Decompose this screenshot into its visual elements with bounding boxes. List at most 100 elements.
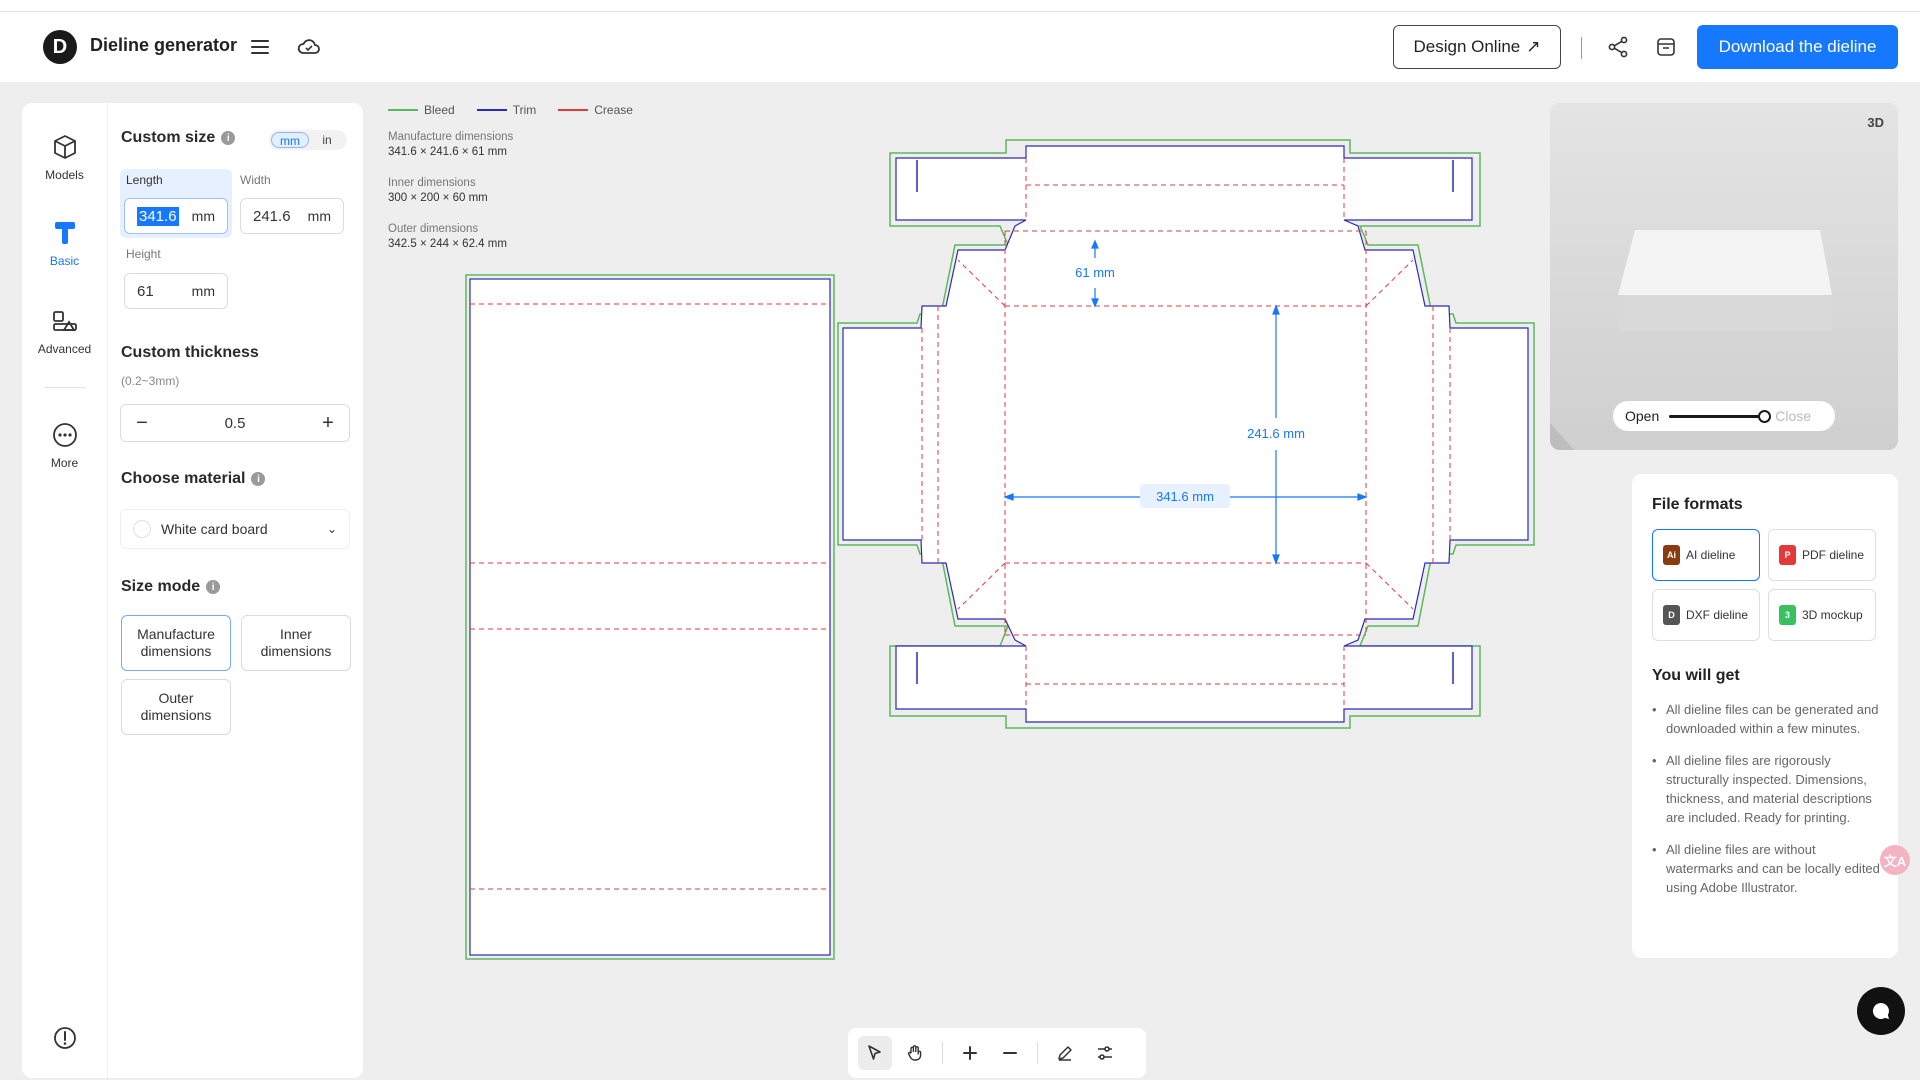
unit-in[interactable]: in [322,133,332,147]
external-link-icon: ↗ [1526,37,1541,56]
zoom-out-icon[interactable] [993,1036,1027,1070]
3d-preview[interactable]: 3D Open Close [1550,103,1898,450]
more-circle-icon [52,423,77,447]
format-pdf-dieline[interactable]: P PDF dieline [1768,529,1876,581]
file-formats-title: File formats [1652,496,1743,513]
toolbar-divider [942,1042,943,1064]
custom-size-title: Custom size [121,129,216,146]
app-header: D Dieline generator Design Online ↗ Down… [0,12,1920,82]
download-dieline-button[interactable]: Download the dieline [1697,25,1898,69]
app-title: Dieline generator [90,35,238,55]
open-close-thumb[interactable] [1758,409,1772,423]
chat-bubble-icon [1872,1002,1889,1019]
cube-icon [53,135,76,159]
length-value: 341.6 [137,206,179,226]
mockup-file-icon: 3 [1779,605,1796,625]
material-select[interactable]: White card board ⌄ [120,509,350,549]
outer-dimensions-value: 342.5 × 244 × 62.4 mm [388,238,507,250]
thickness-stepper[interactable]: − 0.5 + [120,404,350,442]
manufacture-dimensions-value: 341.6 × 241.6 × 61 mm [388,146,507,158]
manufacture-dimensions-label: Manufacture dimensions [388,131,514,143]
zoom-in-icon[interactable] [953,1036,987,1070]
hand-pan-icon[interactable] [898,1036,932,1070]
design-online-button[interactable]: Design Online ↗ [1393,25,1561,69]
you-will-get-title: You will get [1652,667,1740,684]
legend-swatch [476,109,507,111]
rail-label-advanced: Advanced [37,342,92,356]
list-item: All dieline files are without watermarks… [1652,840,1882,897]
thickness-value: 0.5 [224,414,246,432]
open-close-track[interactable] [1669,409,1772,423]
sliders-adjust-icon[interactable] [1088,1036,1122,1070]
size-mode-outer-button[interactable]: Outer dimensions [121,679,231,735]
info-icon[interactable]: i [206,580,221,594]
thickness-decrement-button[interactable]: − [136,411,148,434]
width-input[interactable]: 241.6 mm [240,198,344,234]
archive-box-icon[interactable] [1651,32,1681,62]
info-icon[interactable]: i [221,131,236,145]
pdf-file-icon: P [1779,545,1796,565]
format-3d-label: 3D mockup [1802,608,1863,622]
unit-mm[interactable]: mm [271,132,309,148]
legend-bleed: Bleed [388,103,455,117]
choose-material-title: Choose material [121,470,246,487]
rail-item-advanced[interactable]: Advanced [22,306,107,356]
rail-item-basic[interactable]: Basic [22,218,107,268]
translate-icon[interactable]: 文A [1880,845,1910,875]
3d-view-icon[interactable]: 3D [1867,115,1884,130]
width-unit: mm [307,208,331,224]
thickness-range-note: (0.2~3mm) [121,374,180,388]
thickness-increment-button[interactable]: + [322,411,334,434]
design-online-label: Design Online [1413,37,1521,56]
legend-crease: Crease [558,103,633,117]
height-unit: mm [191,283,215,299]
format-ai-dieline[interactable]: Ai AI dieline [1652,529,1760,581]
cloud-icon[interactable] [294,32,324,62]
format-3d-mockup[interactable]: 3 3D mockup [1768,589,1876,641]
size-mode-manufacture-button[interactable]: Manufacture dimensions [121,615,231,671]
rail-item-models[interactable]: Models [22,132,107,182]
list-item: All dieline files can be generated and d… [1652,700,1882,738]
custom-thickness-title: Custom thickness [121,344,259,361]
select-tool-icon[interactable] [858,1036,892,1070]
rail-divider [44,387,86,388]
size-mode-title: Size mode [121,578,201,595]
height-input[interactable]: 61 mm [124,273,228,309]
length-annotation: 341.6 mm [1156,489,1214,504]
format-ai-label: AI dieline [1686,548,1736,562]
text-t-icon [54,222,75,244]
dimension-arrows [1003,239,1368,565]
format-dxf-label: DXF dieline [1686,608,1749,622]
menu-icon[interactable] [245,32,275,62]
width-label: Width [240,173,271,187]
info-icon[interactable]: i [251,472,266,486]
chevron-down-icon: ⌄ [326,522,337,536]
legend-bleed-label: Bleed [424,103,455,117]
info-circle-icon[interactable] [53,1026,77,1055]
rail-item-more[interactable]: More [22,420,107,470]
top-edge [0,0,1920,12]
chat-button[interactable] [1857,987,1905,1035]
app-logo[interactable]: D [43,30,77,64]
open-label: Open [1625,408,1660,424]
close-label: Close [1775,408,1812,424]
legend-trim: Trim [476,103,537,117]
inner-dimensions-label: Inner dimensions [388,177,476,189]
benefits-list: All dieline files can be generated and d… [1652,700,1882,910]
share-icon[interactable] [1603,32,1633,62]
pen-edit-icon[interactable] [1048,1036,1082,1070]
legend-trim-label: Trim [512,103,537,117]
unit-toggle[interactable]: mm in [269,130,347,150]
choose-material-heading: Choose material i [121,470,266,488]
ai-file-icon: Ai [1663,545,1680,565]
open-close-slider[interactable]: Open Close [1613,401,1835,431]
length-input[interactable]: 341.6 mm [124,198,228,234]
left-rail: Models Basic Advanced More [22,103,107,1078]
rail-label-models: Models [45,168,84,182]
format-dxf-dieline[interactable]: D DXF dieline [1652,589,1760,641]
rail-label-basic: Basic [49,254,80,268]
size-mode-inner-button[interactable]: Inner dimensions [241,615,351,671]
width-annotation: 241.6 mm [1247,426,1305,441]
length-annotation-bg [1140,484,1230,508]
